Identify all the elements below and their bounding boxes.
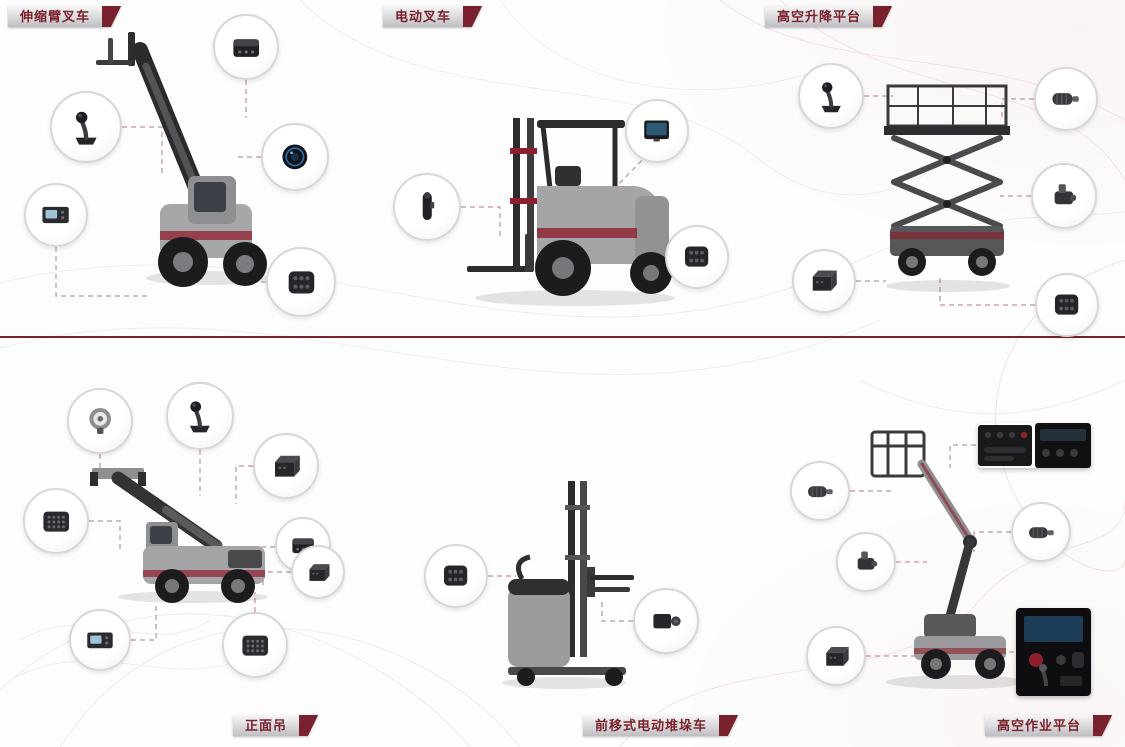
panel-wide-icon xyxy=(978,423,1091,468)
pump-icon xyxy=(849,545,884,580)
ecu-icon xyxy=(82,622,118,658)
label-telescopic-boom-forklift: 伸缩臂叉车 xyxy=(8,6,122,27)
grip-handle-icon xyxy=(407,187,447,227)
block-icon xyxy=(819,639,854,674)
label-electric-forklift: 电动叉车 xyxy=(383,6,483,27)
part-callout xyxy=(836,532,896,592)
part-callout xyxy=(213,14,279,80)
label-text: 高空升降平台 xyxy=(765,6,874,27)
part-callout xyxy=(69,609,131,671)
part-callout xyxy=(166,382,234,450)
motor-icon xyxy=(1047,80,1084,117)
part-callout xyxy=(790,461,850,521)
joystick-icon xyxy=(65,106,107,148)
connector-pad-icon xyxy=(437,557,474,594)
label-text: 高空作业平台 xyxy=(985,715,1094,736)
part-callout xyxy=(1034,67,1098,131)
part-callout xyxy=(253,433,319,499)
label-text: 正面吊 xyxy=(233,715,300,736)
controller-icon xyxy=(227,28,265,66)
block-icon xyxy=(267,447,305,485)
part-callout xyxy=(798,63,864,129)
part-callout xyxy=(261,123,329,191)
part-callout xyxy=(1031,163,1097,229)
motor-icon xyxy=(1024,515,1059,550)
part-callout xyxy=(393,173,461,241)
connector-pad-icon xyxy=(281,262,322,303)
part-callout xyxy=(625,99,689,163)
part-callout xyxy=(222,612,288,678)
connector-pad-icon xyxy=(678,238,715,275)
motor-icon xyxy=(803,474,838,509)
part-callout xyxy=(792,249,856,313)
part-callout xyxy=(24,183,88,247)
part-callout xyxy=(67,388,133,454)
connector-pad-icon xyxy=(1048,286,1085,323)
label-text: 前移式电动堆垛车 xyxy=(583,715,720,736)
part-callout xyxy=(633,588,699,654)
label-text: 伸缩臂叉车 xyxy=(8,6,103,27)
pump-icon xyxy=(1045,177,1083,215)
part-callout xyxy=(806,626,866,686)
section-divider xyxy=(0,336,1125,338)
part-callout xyxy=(1011,502,1071,562)
round-display-icon xyxy=(275,137,315,177)
joystick-icon xyxy=(180,396,220,436)
label-reach-electric-stacker: 前移式电动堆垛车 xyxy=(583,715,739,736)
ecu-icon xyxy=(37,196,74,233)
part-callout xyxy=(23,488,89,554)
label-aerial-work-platform: 高空作业平台 xyxy=(985,715,1113,736)
part-callout xyxy=(266,247,336,317)
motor-module-icon xyxy=(647,602,685,640)
scissor-lift-illustration xyxy=(878,78,1018,296)
label-text: 电动叉车 xyxy=(383,6,464,27)
console-icon xyxy=(1016,608,1091,696)
reach-stacker-illustration xyxy=(88,450,283,605)
part-callout xyxy=(50,91,122,163)
part-callout xyxy=(665,225,729,289)
keypad-icon xyxy=(37,502,75,540)
boom-lift-illustration xyxy=(858,418,1023,693)
part-callout xyxy=(291,545,345,599)
sensor-ring-icon xyxy=(81,402,119,440)
label-reach-stacker: 正面吊 xyxy=(233,715,319,736)
display-icon xyxy=(638,112,675,149)
block-icon xyxy=(303,557,334,588)
label-aerial-lifting-platform: 高空升降平台 xyxy=(765,6,893,27)
joystick-icon xyxy=(812,77,850,115)
part-callout xyxy=(424,544,488,608)
telehandler-illustration xyxy=(88,26,278,296)
keypad-icon xyxy=(236,626,274,664)
block-icon xyxy=(805,262,842,299)
reach-truck-illustration xyxy=(492,475,637,690)
electric-forklift-illustration xyxy=(455,108,690,313)
part-callout xyxy=(1035,273,1099,337)
